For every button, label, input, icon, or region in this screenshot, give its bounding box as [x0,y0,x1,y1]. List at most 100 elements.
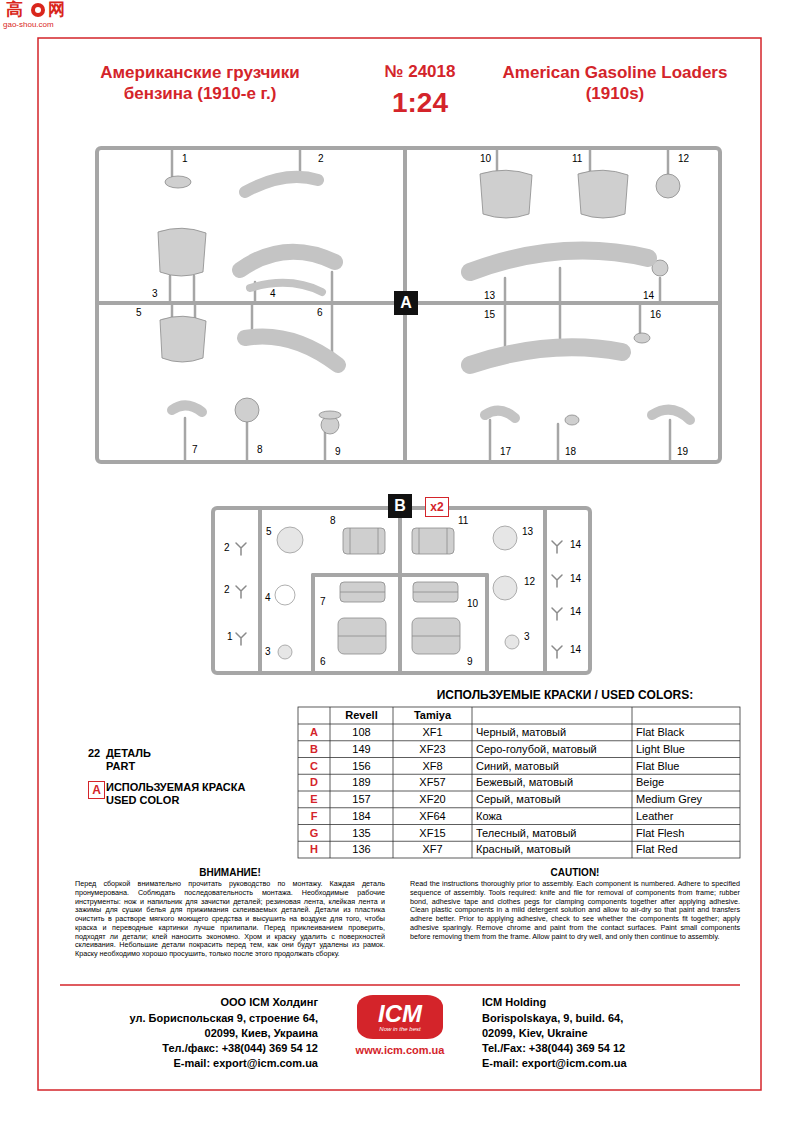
part-number: 4 [265,592,271,604]
part-number: 7 [320,596,326,608]
sprue-gate [193,276,196,303]
paint-number: 149 [330,743,393,756]
sprue-gate [667,148,670,175]
watermark: gao-shou.com [3,20,54,30]
sprue-frame [97,148,720,462]
clip-part [552,646,562,658]
sprue-gate [639,303,642,336]
disc-part [275,585,295,605]
canister-part [338,528,460,654]
legend-text: ИСПОЛЬЗУЕМАЯ КРАСКА USED COLOR [106,781,266,807]
website: www.icm.com.ua [340,1044,460,1057]
page-frame [60,984,740,986]
node-text: ICM [378,1001,422,1026]
color-name: Leather [636,810,738,823]
paint-number: 108 [330,726,393,739]
part-number: 17 [500,446,511,458]
part-number: 4 [270,288,276,300]
figure-part [565,415,579,425]
figure-part [634,333,650,343]
page-frame [38,38,761,1090]
color-name: Черный, матовый [476,726,630,739]
color-name: Medium Grey [636,793,738,806]
color-name: Серый, матовый [476,793,630,806]
limb-part [470,251,648,272]
sprue-gate [331,303,334,355]
watermark-icon [35,7,41,13]
table-grid [298,707,740,858]
color-name: Бежевый, матовый [476,776,630,789]
disc-part [505,635,519,649]
paint-number: 157 [330,793,393,806]
table-header: Tamiya [393,709,472,722]
canister-part [338,636,386,637]
page-frame [38,38,761,1090]
limb-part [470,347,622,365]
color-code: G [298,827,330,840]
sprue-letter: B [388,494,412,518]
sprue-frame [213,508,590,673]
legend-number: 22 [88,747,100,760]
part-number: 3 [265,646,271,658]
canister-part [447,528,448,554]
part-number: 3 [152,288,158,300]
limb-part [172,405,202,412]
canister-part [343,528,385,554]
sprue-gate [169,276,172,303]
figure-part [235,398,259,422]
address-line: ООО ICM Холдинг [60,996,318,1009]
part-number: 14 [643,290,654,302]
address-line: ул. Бориспольская 9, строение 64, [60,1012,318,1025]
part-number: 16 [650,309,661,321]
note-heading: ВНИМАНИЕ! [75,867,385,879]
brand-logo: ICMNow in the best [357,995,443,1039]
sprue-frame [311,575,315,673]
paint-number: 189 [330,776,393,789]
table-grid [298,724,740,725]
paint-number: XF1 [393,726,472,739]
color-name: Flat Red [636,843,738,856]
canister-part [350,528,351,554]
color-name: Серо-голубой, матовый [476,743,630,756]
part-number: 11 [572,153,582,165]
sprue-gate [559,268,562,303]
sprue-gate [331,272,334,303]
part-number: 13 [522,526,533,538]
disc-part [275,526,519,659]
color-code-box: A [88,781,105,799]
table-header: Revell [330,709,393,722]
color-name: Flat Blue [636,760,738,773]
address-line: 02099, Киев, Украина [60,1027,318,1040]
node-text: A [400,295,412,312]
table-grid [330,707,331,858]
sprue-gate [557,424,560,462]
table-grid [298,841,740,842]
color-code: H [298,843,330,856]
paint-number: XF8 [393,760,472,773]
note-text: Read the instructions thoroughly prior t… [410,880,740,941]
figure-part [160,316,206,362]
title-text: Американские грузчики бензина (1910-е г.… [80,62,320,105]
sprue-gate [489,420,492,462]
color-name: Телесный, матовый [476,827,630,840]
table-grid [298,774,740,775]
table-grid [632,707,633,858]
color-code: B [298,743,330,756]
sprue-gate [246,422,249,462]
part-number: 7 [192,444,198,456]
part-number: 8 [257,444,263,456]
paint-number: XF7 [393,843,472,856]
paint-number: 184 [330,810,393,823]
address-line: Тел./факс: +38(044) 369 54 12 [60,1042,318,1055]
part-number: 12 [678,153,689,165]
address-line: ICM Holding [482,996,742,1009]
watermark: 高 [6,0,23,20]
clip-part [552,608,562,620]
sprue-frame [258,508,262,673]
note-text: Перед сборкой внимательно прочитать руко… [75,880,385,959]
figure-part [158,228,206,276]
part-number: 1 [182,153,188,165]
part-number: 2 [318,153,324,165]
color-name: Кожа [476,810,630,823]
